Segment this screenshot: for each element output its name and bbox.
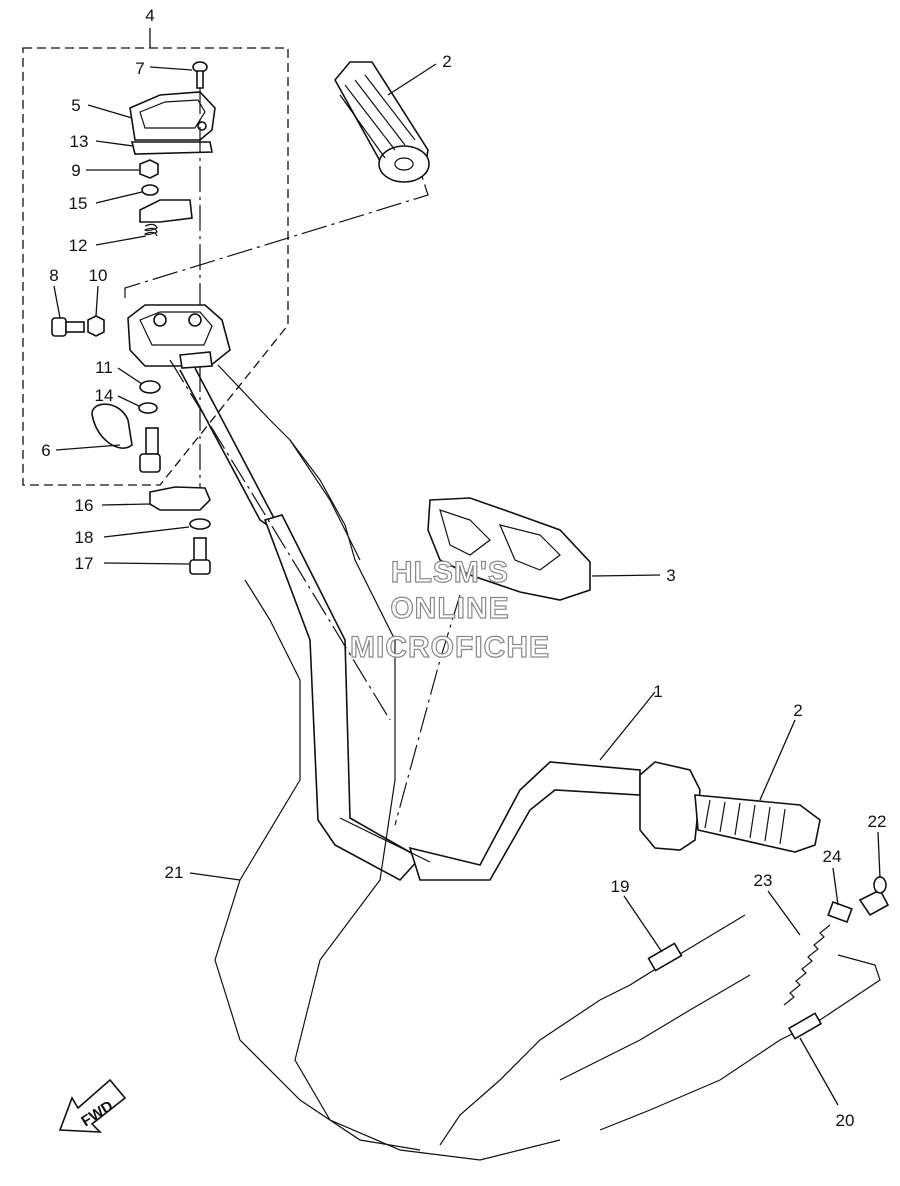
callout-14: 14	[95, 386, 114, 405]
callout-18: 18	[75, 528, 94, 547]
fitting-part-24	[827, 900, 853, 924]
cable-part-20	[599, 954, 881, 1131]
washer-part-15	[141, 184, 159, 196]
grip-part-2-right	[694, 794, 821, 853]
callout-19: 19	[611, 877, 630, 896]
watermark-line-2: ONLINE	[390, 592, 509, 625]
gasket-part-13	[130, 141, 213, 155]
callout-16: 16	[75, 496, 94, 515]
callout-12: 12	[69, 236, 88, 255]
watermark-line-1: HLSM'S	[391, 556, 509, 589]
callout-23: 23	[754, 871, 773, 890]
handlebar-pad-part-3	[427, 497, 591, 601]
callout-15: 15	[69, 194, 88, 213]
spring-part-23	[783, 924, 831, 1006]
throttle-cover-part-5	[129, 91, 216, 141]
spring-part-12	[143, 223, 158, 237]
screw-part-7	[192, 61, 208, 89]
throttle-cable-part-21	[214, 364, 561, 1161]
watermark-line-3: MICROFICHE	[350, 631, 550, 664]
callout-8: 8	[49, 266, 58, 285]
washer-part-18	[189, 518, 211, 530]
washer-part-14	[138, 402, 158, 414]
throttle-cap-part-6	[91, 403, 161, 473]
throttle-lever-plate	[139, 199, 193, 223]
callout-7: 7	[135, 59, 144, 78]
callout-6: 6	[41, 441, 50, 460]
nut-part-9	[139, 159, 159, 179]
watermark: HLSM'S ONLINE MICROFICHE	[349, 555, 550, 664]
callout-2-right: 2	[793, 701, 802, 720]
forward-direction-indicator: FWD	[58, 1078, 127, 1133]
bolt-part-8	[51, 317, 85, 337]
callout-1: 1	[653, 682, 662, 701]
wing-nut-part-22	[858, 876, 890, 917]
callout-4: 4	[145, 6, 154, 25]
grip-part-2-left	[334, 61, 430, 183]
washer-part-11	[139, 380, 161, 394]
nut-part-10	[87, 315, 105, 337]
callout-2-top: 2	[442, 52, 451, 71]
throttle-assembly-group-box	[22, 47, 289, 486]
bolt-part-17	[189, 537, 211, 575]
callout-22: 22	[868, 812, 887, 831]
callout-9: 9	[71, 161, 80, 180]
callout-20: 20	[836, 1111, 855, 1130]
clamp-part-16	[149, 486, 211, 511]
switch-housing	[639, 761, 701, 851]
callout-13: 13	[70, 132, 89, 151]
callout-21: 21	[165, 863, 184, 882]
callout-24: 24	[823, 847, 842, 866]
callout-10: 10	[89, 266, 108, 285]
cable-part-19	[439, 914, 746, 1146]
callout-5: 5	[71, 96, 80, 115]
throttle-housing	[127, 304, 231, 369]
callout-11: 11	[95, 358, 113, 377]
callout-17: 17	[75, 554, 94, 573]
callout-3: 3	[666, 566, 675, 585]
